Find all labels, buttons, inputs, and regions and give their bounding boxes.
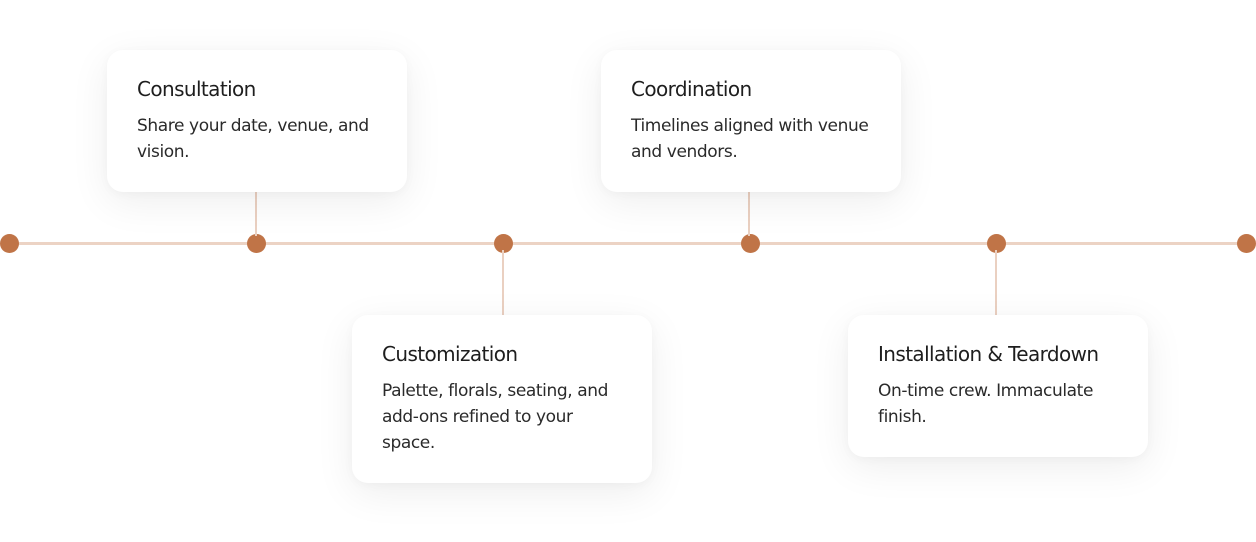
connector-consultation [255, 192, 257, 236]
timeline-dot-customization [494, 234, 513, 253]
connector-installation [995, 250, 997, 316]
timeline-axis-line [9, 242, 1246, 245]
step-title: Coordination [631, 77, 752, 101]
step-description: Palette, florals, seating, and add-ons r… [382, 381, 609, 453]
step-title: Consultation [137, 77, 256, 101]
connector-coordination [748, 192, 750, 236]
step-card-consultation: Consultation Share your date, venue, and… [107, 50, 407, 192]
step-card-customization: Customization Palette, florals, seating,… [352, 315, 652, 483]
timeline-dot-consultation [247, 234, 266, 253]
step-description: On-time crew. Immaculate finish. [878, 381, 1094, 427]
timeline-dot-end [1237, 234, 1256, 253]
timeline-dot-coordination [741, 234, 760, 253]
step-description: Share your date, venue, and vision. [137, 116, 369, 162]
timeline-dot-installation [987, 234, 1006, 253]
step-card-coordination: Coordination Timelines aligned with venu… [601, 50, 901, 192]
timeline-dot-start [0, 234, 19, 253]
step-description: Timelines aligned with venue and vendors… [631, 116, 869, 162]
step-title: Customization [382, 342, 518, 366]
connector-customization [502, 250, 504, 316]
step-title: Installation & Teardown [878, 342, 1099, 366]
step-card-installation: Installation & Teardown On-time crew. Im… [848, 315, 1148, 457]
